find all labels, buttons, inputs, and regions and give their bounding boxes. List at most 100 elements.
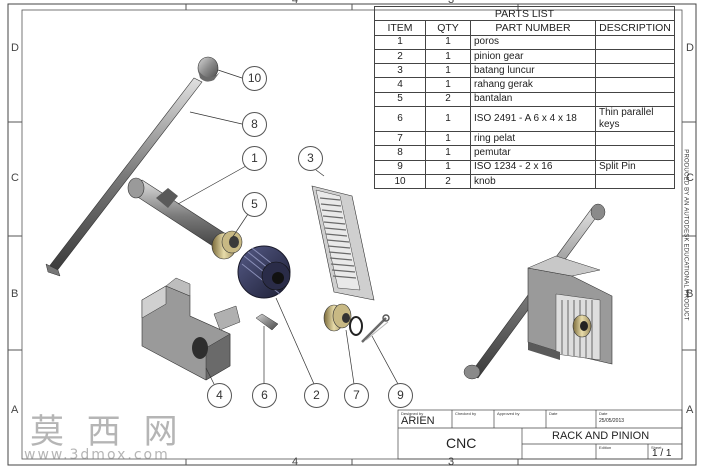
tb-sheet-value: 1 / 1 [652, 448, 672, 459]
balloon-10: 10 [242, 66, 267, 91]
part-9-split-pin [361, 314, 390, 343]
cell-qty: 1 [425, 63, 471, 79]
cell-item: 9 [374, 159, 426, 175]
watermark-chars: 莫 西 网 [30, 412, 184, 452]
balloon-2: 2 [304, 383, 329, 408]
cell-item: 5 [374, 91, 426, 108]
tb-date-label-2: Date [599, 411, 608, 416]
part-10-knob [197, 56, 220, 82]
tb-date-label-1: Date [549, 411, 558, 416]
tb-checked-by-label: Checked by [455, 411, 477, 416]
cell-qty: 2 [425, 91, 471, 108]
balloon-6: 6 [252, 383, 277, 408]
zone-right-b: B [686, 288, 694, 300]
zone-left-a: A [11, 404, 19, 416]
cell-item: 4 [374, 77, 426, 93]
cell-part-number: rahang gerak [470, 77, 596, 93]
part-7-ring [323, 303, 363, 336]
header-part-number: PART NUMBER [470, 20, 596, 36]
balloon-5: 5 [242, 192, 267, 217]
tb-designed-by-label: Designed by [401, 411, 424, 416]
zone-top-3: 3 [448, 0, 455, 6]
title-block-grid [397, 409, 683, 460]
cell-qty: 1 [425, 48, 471, 65]
parts-list-title: PARTS LIST [374, 5, 675, 22]
cell-description [595, 145, 675, 161]
part-8-rod [45, 77, 203, 277]
cell-item: 2 [374, 48, 426, 65]
cell-description: Split Pin [595, 159, 675, 175]
zone-right-a: A [686, 404, 694, 416]
cell-part-number: ISO 1234 - 2 x 16 [470, 159, 596, 175]
cell-qty: 1 [425, 145, 471, 161]
tb-edition-label: Edition [599, 445, 612, 450]
cell-description [595, 131, 675, 147]
zone-top-4: 4 [292, 0, 299, 6]
balloon-4: 4 [207, 383, 232, 408]
balloon-7: 7 [344, 383, 369, 408]
tb-designed-by: ARIEN [401, 415, 435, 427]
balloon-1: 1 [242, 146, 267, 171]
balloon-9: 9 [388, 383, 413, 408]
part-1-shaft [127, 177, 233, 253]
cell-qty: 2 [425, 173, 471, 190]
zone-right-c: C [686, 172, 694, 184]
edu-note-right: PRODUCED BY AN AUTODESK EDUCATIONAL PROD… [682, 149, 689, 321]
part-2-pinion-gear [237, 245, 291, 299]
tb-date-value: 25/05/2013 [599, 418, 625, 424]
header-qty: QTY [425, 20, 471, 36]
zone-left-c: C [11, 172, 19, 184]
cell-description [595, 77, 675, 93]
part-6-key [255, 313, 279, 331]
part-3-rack [311, 185, 375, 301]
cell-description [595, 91, 675, 108]
cell-part-number: pemutar [470, 145, 596, 161]
cell-item: 8 [374, 145, 426, 161]
cell-description [595, 173, 675, 190]
tb-sheet-label: Sheet [651, 445, 662, 450]
parts-list-table: PARTS LIST ITEM QTY PART NUMBER DESCRIPT… [374, 5, 675, 190]
cell-description: Thin parallel keys [595, 106, 675, 133]
zone-bottom-4: 4 [292, 456, 299, 468]
cell-item: 6 [374, 106, 426, 133]
cell-part-number: knob [470, 173, 596, 190]
cell-part-number: batang luncur [470, 63, 596, 79]
assembled-view [463, 203, 613, 380]
tb-company: CNC [446, 435, 477, 451]
part-4-jaw [141, 277, 241, 381]
watermark-url: www.3dmox.com [24, 447, 170, 463]
header-item: ITEM [374, 20, 426, 36]
balloon-3: 3 [298, 146, 323, 171]
cell-part-number: bantalan [470, 91, 596, 108]
cell-item: 7 [374, 131, 426, 147]
cell-qty: 1 [425, 106, 471, 133]
header-description: DESCRIPTION [595, 20, 675, 36]
balloon-8: 8 [242, 112, 267, 137]
tb-title: RACK AND PINION [552, 430, 650, 442]
cell-qty: 1 [425, 131, 471, 147]
tb-approved-by-label: Approved by [497, 411, 520, 416]
zone-left-b: B [11, 288, 19, 300]
cell-part-number: ring pelat [470, 131, 596, 147]
part-5-bushing [211, 230, 243, 260]
cell-part-number: ISO 2491 - A 6 x 4 x 18 [470, 106, 596, 133]
cell-item: 10 [374, 173, 426, 190]
cell-part-number: poros [470, 34, 596, 50]
leader-lines [177, 69, 399, 385]
cell-item: 3 [374, 63, 426, 79]
cell-part-number: pinion gear [470, 48, 596, 65]
cell-qty: 1 [425, 159, 471, 175]
